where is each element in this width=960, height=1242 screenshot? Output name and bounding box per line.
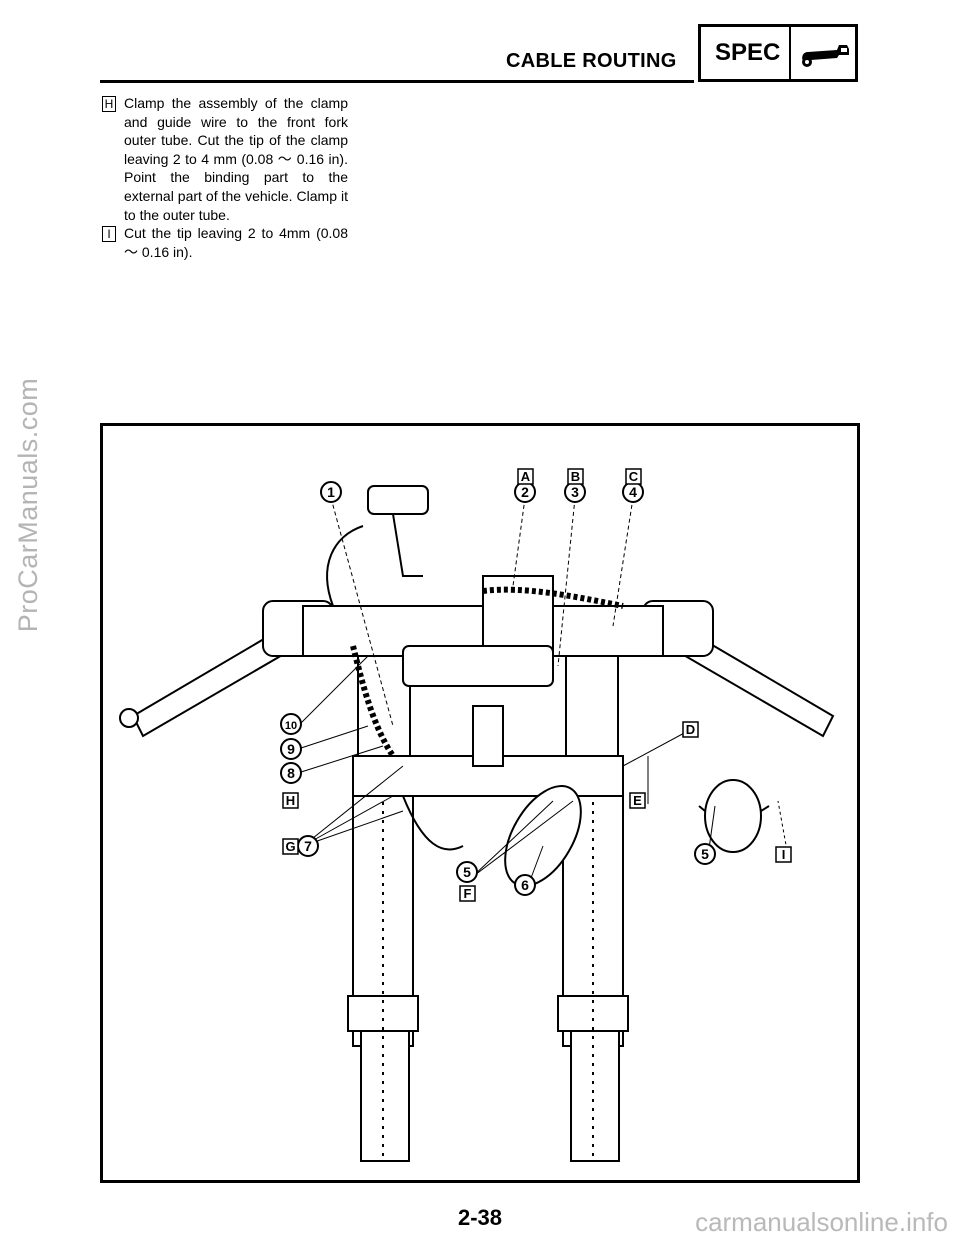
callout-5-main-label: 5	[463, 864, 471, 880]
spec-badge-label: SPEC	[715, 39, 781, 66]
callout-1: 1	[320, 481, 342, 503]
letter-C-label: C	[629, 469, 639, 484]
notes-list: H Clamp the assembly of the clamp and gu…	[102, 94, 348, 261]
letter-G-label: G	[285, 839, 295, 854]
letter-I-label: I	[782, 847, 786, 862]
cable-routing-illustration: 1 2 3 4 10 9 8	[119, 468, 835, 1162]
note-item: I Cut the tip leaving 2 to 4mm (0.08 ～ 0…	[102, 224, 348, 261]
callout-9: 9	[280, 738, 302, 760]
note-item: H Clamp the assembly of the clamp and gu…	[102, 94, 348, 224]
wrench-gauge-icon	[802, 45, 849, 67]
section-title: CABLE ROUTING	[506, 50, 677, 72]
callout-6-label: 6	[521, 877, 529, 893]
letter-A-label: A	[521, 469, 531, 484]
letter-C: C	[625, 468, 642, 485]
callout-10: 10	[280, 713, 302, 735]
callout-3: 3	[564, 481, 586, 503]
spec-badge-divider	[789, 27, 791, 79]
callout-5-detail-label: 5	[701, 846, 709, 862]
callout-7: 7	[297, 835, 319, 857]
callout-5-main: 5	[456, 861, 478, 883]
callout-6: 6	[514, 874, 536, 896]
letter-A: A	[517, 468, 534, 485]
callout-2: 2	[514, 481, 536, 503]
header-rule	[100, 80, 694, 83]
callout-3-label: 3	[571, 484, 579, 500]
letter-I: I	[775, 846, 792, 863]
callout-9-label: 9	[287, 741, 295, 757]
letter-H: H	[282, 792, 299, 809]
illustration-drawing	[119, 485, 835, 1162]
note-text: Clamp the assembly of the clamp and guid…	[124, 95, 348, 223]
side-watermark: ProCarManuals.com	[13, 377, 43, 633]
callout-numbers: 1 2 3 4 10 9 8	[280, 481, 716, 896]
callout-5-detail: 5	[694, 843, 716, 865]
callout-10-label: 10	[285, 720, 297, 732]
letter-H-label: H	[286, 793, 295, 808]
letter-D-label: D	[686, 722, 695, 737]
letter-B: B	[567, 468, 584, 485]
callout-4-label: 4	[629, 484, 637, 500]
spec-badge: SPEC	[698, 24, 858, 82]
bottom-watermark: carmanualsonline.info	[695, 1207, 948, 1237]
letter-B-label: B	[571, 469, 580, 484]
letter-labels: A B C D E H G	[282, 468, 792, 902]
letter-G: G	[282, 838, 299, 855]
callout-8-label: 8	[287, 765, 295, 781]
note-tag: I	[102, 226, 116, 243]
note-tag: H	[102, 96, 116, 112]
letter-F: F	[459, 885, 476, 902]
callout-1-label: 1	[327, 484, 335, 500]
letter-E-label: E	[633, 793, 642, 808]
callout-8: 8	[280, 762, 302, 784]
callout-2-label: 2	[521, 484, 529, 500]
letter-F-label: F	[464, 886, 472, 901]
letter-D: D	[682, 721, 699, 738]
note-text: Cut the tip leaving 2 to 4mm (0.08 ～ 0.1…	[124, 225, 348, 260]
callout-7-label: 7	[304, 838, 312, 854]
letter-E: E	[629, 792, 646, 809]
callout-4: 4	[622, 481, 644, 503]
cable-routing-figure: 1 2 3 4 10 9 8	[100, 423, 860, 1183]
page-number: 2-38	[457, 1205, 503, 1230]
